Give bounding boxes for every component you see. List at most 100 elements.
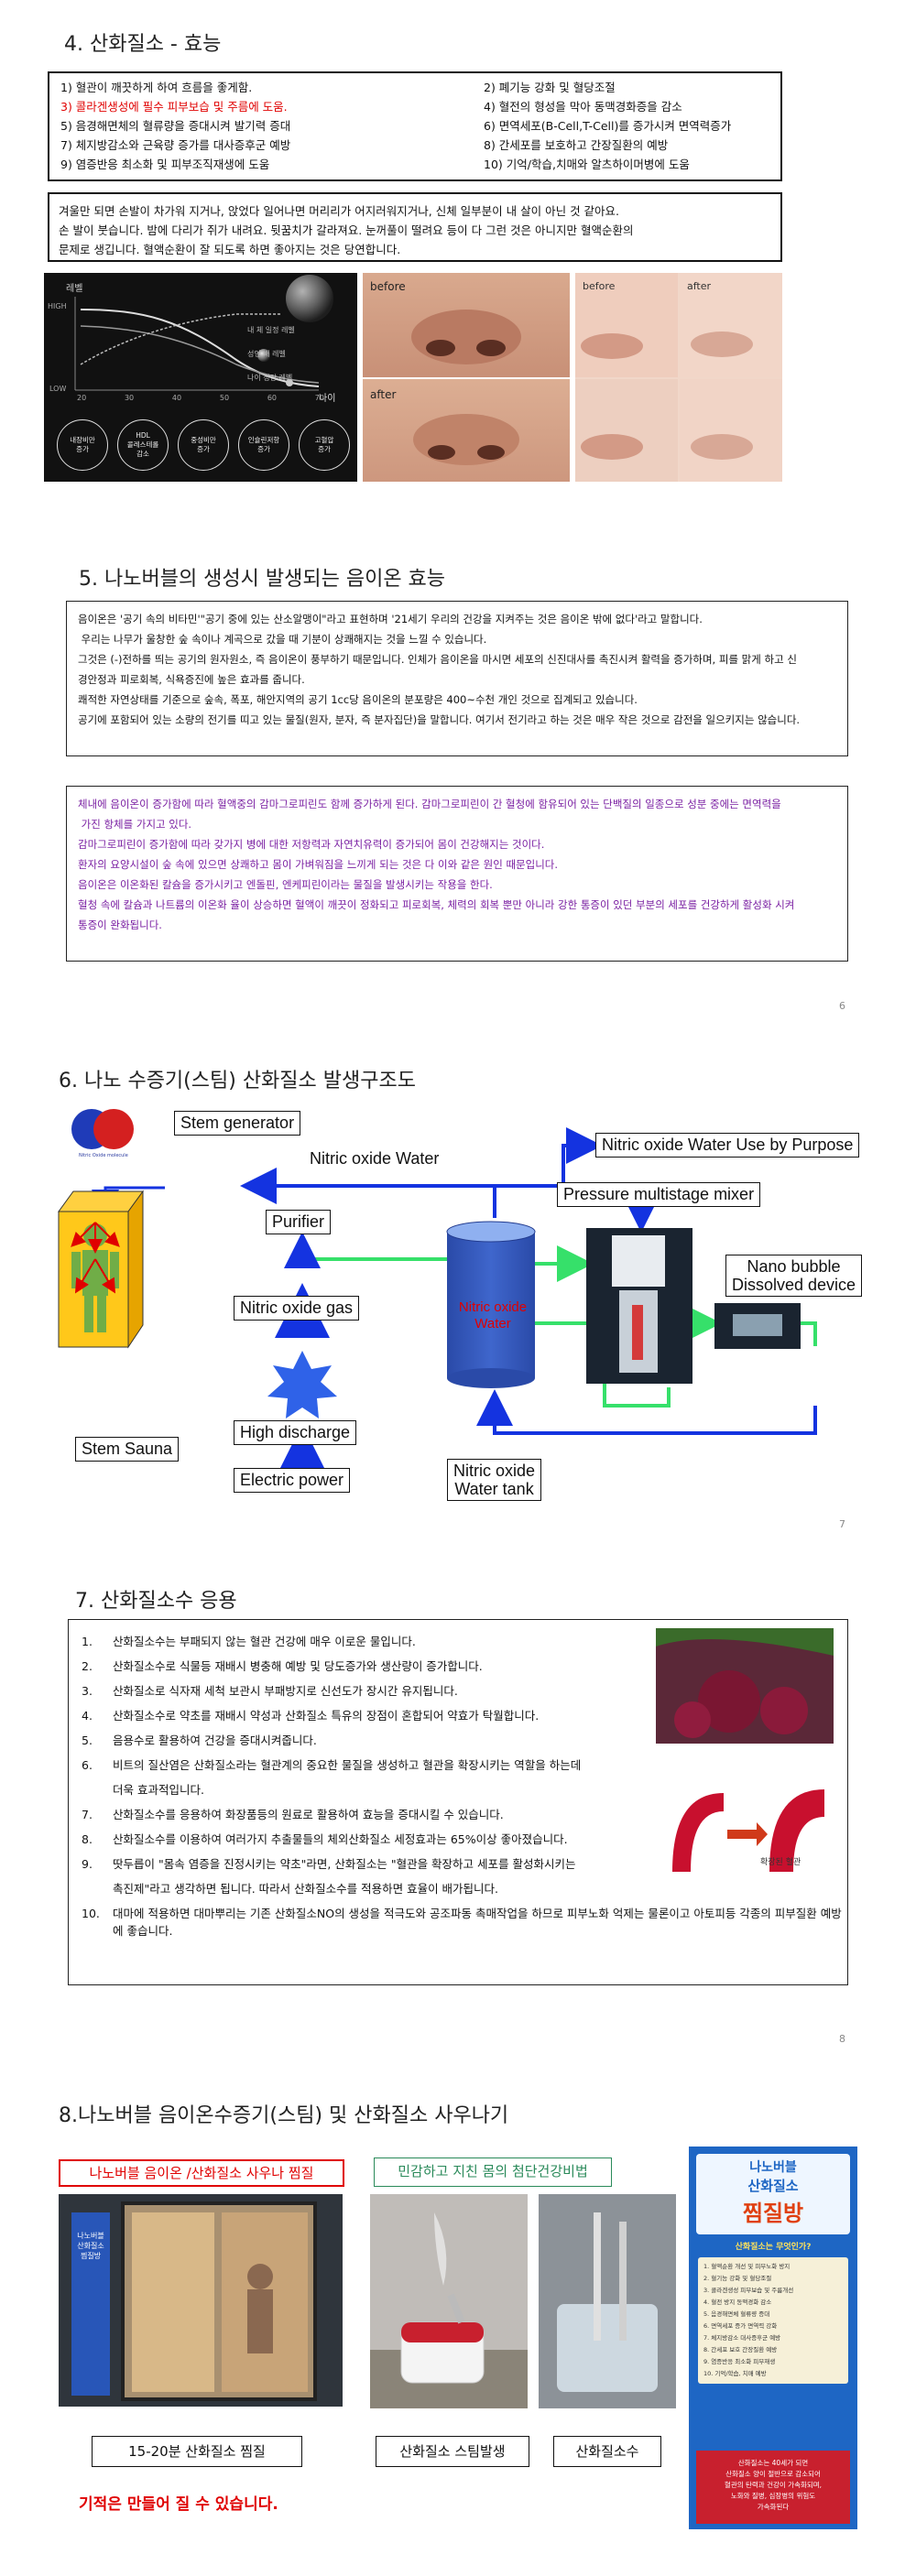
application-item: 8.산화질소수를 이용하여 여러가지 추출물들의 체외산화질소 세정효과는 65… [82,1827,654,1852]
item-number: 6. [82,1758,93,1772]
high-discharge-label: High discharge [234,1420,357,1445]
banner-list-item: 7. 체지방감소 대사증후군 예방 [703,2334,781,2342]
risk-circle: 인슐린저항 증가 [238,419,289,471]
item-number: 1. [82,1635,93,1648]
green-label: 민감하고 지친 몸의 첨단건강비법 [374,2158,612,2187]
anion-effect-line: 감마그로피린이 증가함에 따라 갖가지 병에 대한 저항력과 자연치유력이 증가… [78,838,545,851]
no-generation-diagram: Nitric Oxide molecule Stem generator Nit… [0,1094,916,1511]
item-text: 산화질소수는 부패되지 않는 혈관 건강에 매우 이로운 물입니다. [113,1635,416,1648]
no-water-photo [539,2194,676,2408]
banner-title-1: 나노버블 [749,2159,797,2174]
page-number: 6 [839,1000,845,1012]
chart-y-high: HIGH [48,302,67,310]
anion-effect-line: 가진 항체를 가지고 있다. [78,818,192,831]
item-number: 5. [82,1734,93,1747]
item-text: 산화질소수를 응용하여 화장품등의 원료로 활용하여 효능을 증대시킬 수 있습… [113,1808,504,1821]
chart-y-low: LOW [49,385,67,393]
banner-footer: 산화질소는 40세가 되면 산화질소 양이 절반으로 감소되어 혈관의 탄력과 … [696,2451,850,2524]
section8-title: 8.나노버블 음이온수증기(스팀) 및 산화질소 사우나기 [59,2104,509,2127]
efficacy-item: 5) 음경해면체의 혈류량을 증대시켜 발기력 증대 [60,119,291,133]
item-text: 대마에 적용하면 대마뿌리는 기존 산화질소NO의 생성을 적극도와 공조파동 … [113,1907,842,1938]
banner-list-item: 9. 염증반응 최소화 피부재생 [703,2358,776,2365]
risk-circle: 고혈압 증가 [299,419,350,471]
series-label: 내 체 일정 레벨 [247,326,295,334]
item-text: 더욱 효과적입니다. [113,1783,204,1797]
efficacy-item: 10) 기억/학습,치매와 알츠하이머병에 도움 [484,158,690,171]
stem-generator-label: Stem generator [174,1111,301,1136]
purifier-label: Purifier [266,1210,332,1234]
applications-box: 1. 산화질소수는 부패되지 않는 혈관 건강에 매우 이로운 물입니다. 2. 산화… [68,1619,848,1985]
item-number: 4. [82,1709,93,1723]
nose-photo-before: before [363,273,570,377]
banner-list-item: 8. 간세포 보호 간장질환 예방 [703,2346,778,2353]
risk-circle: HDL 콜레스테롤 감소 [117,419,169,471]
chart-x-label: 나이 [319,394,336,404]
section7-title: 7. 산화질소수 응용 [75,1590,237,1613]
item-text: 음용수로 활용하여 건강을 증대시켜줍니다. [113,1734,317,1747]
anion-effects-box: 체내에 음이온이 증가함에 따라 혈액중의 감마그로피린도 함께 증가하게 된다… [66,786,848,962]
item-text: 땃두릅이 "몸속 염증을 진정시키는 약초"라면, 산화질소는 "혈관을 확장하… [113,1857,576,1871]
x-tick-label: 40 [171,394,182,402]
efficacy-item: 7) 체지방감소와 근육량 증가를 대사증후군 예방 [60,138,291,152]
vessel-caption: 확장된 혈관 [760,1858,802,1867]
caption-water: 산화질소수 [553,2436,661,2467]
efficacy-item: 1) 혈관이 깨끗하게 하여 흐름을 좋게함. [60,81,253,94]
application-item: 9. 땃두릅이 "몸속 염증을 진정시키는 약초"라면, 산화질소는 "혈관을 확… [82,1852,654,1876]
item-number: 8. [82,1832,93,1846]
tank-inner-label: Nitric oxide Water [458,1299,528,1331]
paragraph-line: 문제로 생깁니다. 혈액순환이 잘 되도록 하면 좋아지는 것은 당연합니다. [59,243,401,256]
application-item: 촉진제"라고 생각하면 됩니다. 따라서 산화질소수를 적용하면 효율이 배가됩… [82,1876,654,1901]
sauna-banner: 나노버블 산화질소 찜질방 산화질소는 무엇인가? 1. 혈액순환 개선 및 피… [689,2147,857,2529]
efficacy-item: 9) 염증반응 최소화 및 피부조직재생에 도움 [60,158,270,171]
anion-line: 경안정과 피로회복, 식욕증진에 높은 효과를 줍니다. [78,673,305,686]
application-item: 2. 산화질소수로 식물등 재배시 병충해 예방 및 당도증가와 생산량이 증가합… [82,1654,654,1679]
anion-effect-line: 통증이 완화됩니다. [78,918,162,931]
efficacy-item: 8) 간세포를 보호하고 간장질환의 예방 [484,138,669,152]
item-number: 3. [82,1684,93,1698]
x-tick-label: 60 [267,394,277,402]
sauna-red-label: 나노버블 음이온 /산화질소 사우나 찜질 [59,2159,344,2187]
section5-title: 5. 나노버블의 생성시 발생되는 음이온 효능 [79,568,446,591]
anion-effect-line: 체내에 음이온이 증가함에 따라 혈액중의 감마그로피린도 함께 증가하게 된다… [78,798,781,810]
application-item: 3.산화질소로 식자재 세척 보관시 부패방지로 신선도가 장시간 유지됩니다. [82,1679,654,1703]
risk-circle: 내장비만 증가 [57,419,108,471]
skin-photo-grid: before after [575,273,782,482]
after-label-2: after [687,280,712,292]
efficacy-item: 6) 면역세포(B-Cell,T-Cell)를 증가시켜 면역력증가 [484,119,732,133]
slogan: 기적은 만들어 질 수 있습니다. [79,2495,278,2514]
nose-photo-after: after [363,379,570,482]
banner-list-item: 1. 혈액순환 개선 및 피부노화 방지 [703,2263,791,2270]
x-tick-label: 50 [219,394,230,402]
application-item: 더욱 효과적입니다. [82,1777,654,1802]
beetroot-photo [656,1628,834,1744]
efficacy-item: 3) 콜라겐생성에 필수 피부보습 및 주름에 도움. [60,100,288,114]
application-item: 6.비트의 질산염은 산화질소라는 혈관계의 중요한 물질을 생성하고 혈관을 … [82,1753,654,1777]
banner-list-item: 6. 면역세포 증가 면역력 강화 [703,2322,778,2330]
anion-effect-line: 음이온은 이온화된 칼슘을 증가시키고 엔돌핀, 엔케피린이라는 물질을 발생시… [78,878,493,891]
x-tick-label: 30 [124,394,135,402]
anion-definition-box: 음이온은 '공기 속의 비타민'"공기 중에 있는 산소알맹이"라고 표현하며 … [66,601,848,756]
chart-y-label: 레벨 [66,284,83,294]
anion-line: 우리는 나무가 울창한 숲 속이나 계곡으로 갔을 때 기분이 상쾌해지는 것을… [78,633,487,646]
before-label: before [370,280,406,293]
item-number: 10. [82,1907,100,1920]
banner-list-item: 10. 기억/학습, 치매 예방 [703,2370,767,2377]
banner-list-item: 5. 음경해면체 혈류량 증대 [703,2310,770,2318]
item-number: 9. [82,1857,93,1871]
booth-sign: 나노버블 산화질소 찜질방 [77,2232,104,2260]
item-number [82,1876,113,1901]
item-number: 2. [82,1659,93,1673]
molecule-caption: Nitric Oxide molecule [79,1153,128,1158]
anion-line: 음이온은 '공기 속의 비타민'"공기 중에 있는 산소알맹이"라고 표현하며 … [78,613,703,625]
item-number [82,1777,113,1802]
item-number: 7. [82,1808,93,1821]
stem-sauna-label: Stem Sauna [75,1437,180,1462]
banner-list-item: 3. 콜라겐생성 피부보습 및 주름개선 [703,2287,794,2294]
item-text: 산화질소수로 식물등 재배시 병충해 예방 및 당도증가와 생산량이 증가합니다… [113,1659,483,1673]
anion-effect-line: 환자의 요양시설이 숲 속에 있으면 상쾌하고 몸이 가벼워짐을 느끼게 되는 … [78,858,559,871]
